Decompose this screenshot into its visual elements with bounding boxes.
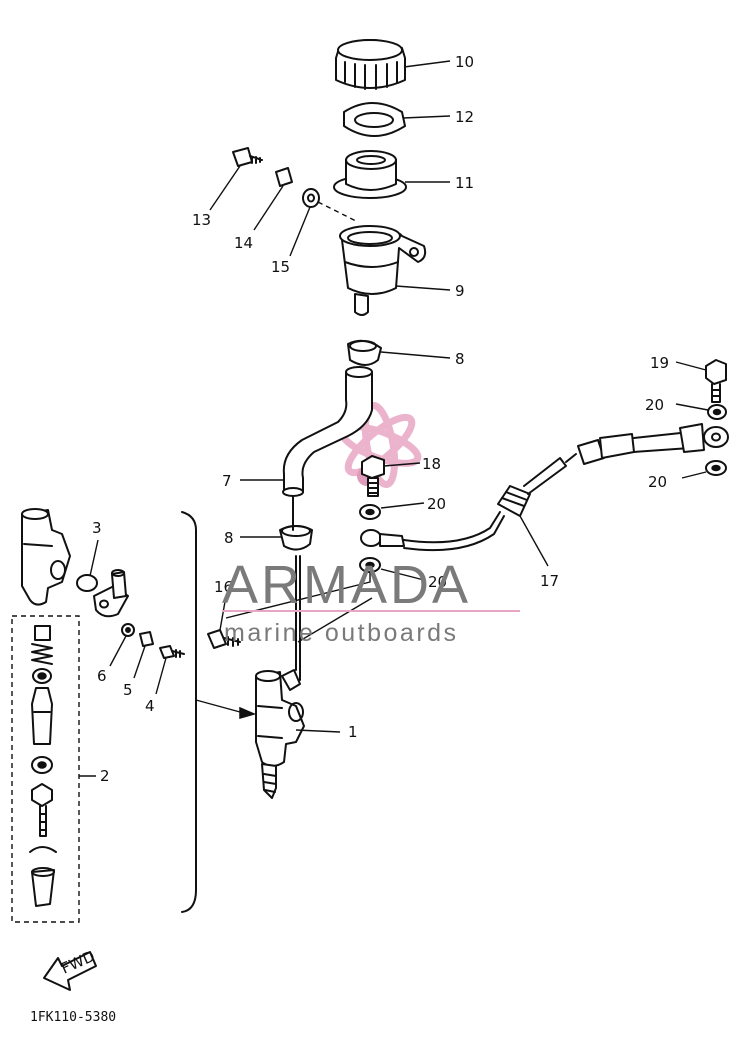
callout-19: 19	[650, 354, 669, 372]
callout-11: 11	[455, 174, 474, 192]
callout-16: 16	[214, 578, 233, 596]
callout-10: 10	[455, 53, 474, 71]
callout-7: 7	[222, 472, 232, 490]
callout-2: 2	[100, 767, 110, 785]
nut-14-part	[275, 167, 293, 187]
copper-washer-20a-part	[359, 504, 381, 520]
copper-washer-20c-part	[707, 404, 727, 420]
reservoir-hose-part	[282, 366, 373, 497]
callout-18: 18	[422, 455, 441, 473]
bolt-16-part	[207, 629, 241, 649]
hose-clamp-upper-part	[347, 339, 382, 366]
callout-20-center-lower: 20	[428, 573, 447, 591]
reservoir-tank-part	[339, 225, 427, 316]
callout-8-lower: 8	[224, 529, 234, 547]
nut-5-part	[139, 631, 154, 647]
callout-14: 14	[234, 234, 253, 252]
watermark-brand: ARMADA	[222, 555, 471, 615]
callout-20-center-upper: 20	[427, 495, 446, 513]
bolt-13-part	[232, 147, 263, 167]
assembly-bracket	[181, 511, 197, 913]
bracket-arrow-icon	[239, 706, 257, 719]
callout-20-right-upper: 20	[645, 396, 664, 414]
callout-17: 17	[540, 572, 559, 590]
watermark-tagline: marine outboards	[224, 619, 459, 647]
callout-20-right-lower: 20	[648, 473, 667, 491]
reservoir-cap-part	[335, 39, 406, 90]
washer-15-part	[302, 188, 320, 208]
diagram-code: 1FK110-5380	[30, 1010, 116, 1025]
o-ring-3-part	[76, 574, 98, 592]
piston-kit-box	[11, 615, 80, 923]
diaphragm-part	[333, 150, 407, 199]
callout-3: 3	[92, 519, 102, 537]
callout-4: 4	[145, 697, 155, 715]
union-bolt-18-part	[361, 455, 385, 497]
callout-13: 13	[192, 211, 211, 229]
copper-washer-20d-part	[705, 460, 727, 476]
callout-9: 9	[455, 282, 465, 300]
bolt-4-part	[159, 645, 185, 659]
callout-15: 15	[271, 258, 290, 276]
master-cylinder-part	[255, 669, 305, 799]
brake-hose-part	[360, 423, 729, 552]
hose-clamp-lower-part	[279, 525, 313, 551]
hose-joint-part	[93, 569, 129, 618]
callout-12: 12	[455, 108, 474, 126]
callout-8-upper: 8	[455, 350, 465, 368]
cylinder-body-detail-part	[21, 508, 71, 606]
callout-6: 6	[97, 667, 107, 685]
fwd-arrow-icon: FWD	[43, 947, 98, 991]
union-bolt-19-part	[705, 359, 727, 403]
piston-kit-parts	[29, 625, 57, 907]
callout-1: 1	[348, 723, 358, 741]
diaphragm-plate-part	[343, 102, 406, 137]
callout-5: 5	[123, 681, 133, 699]
